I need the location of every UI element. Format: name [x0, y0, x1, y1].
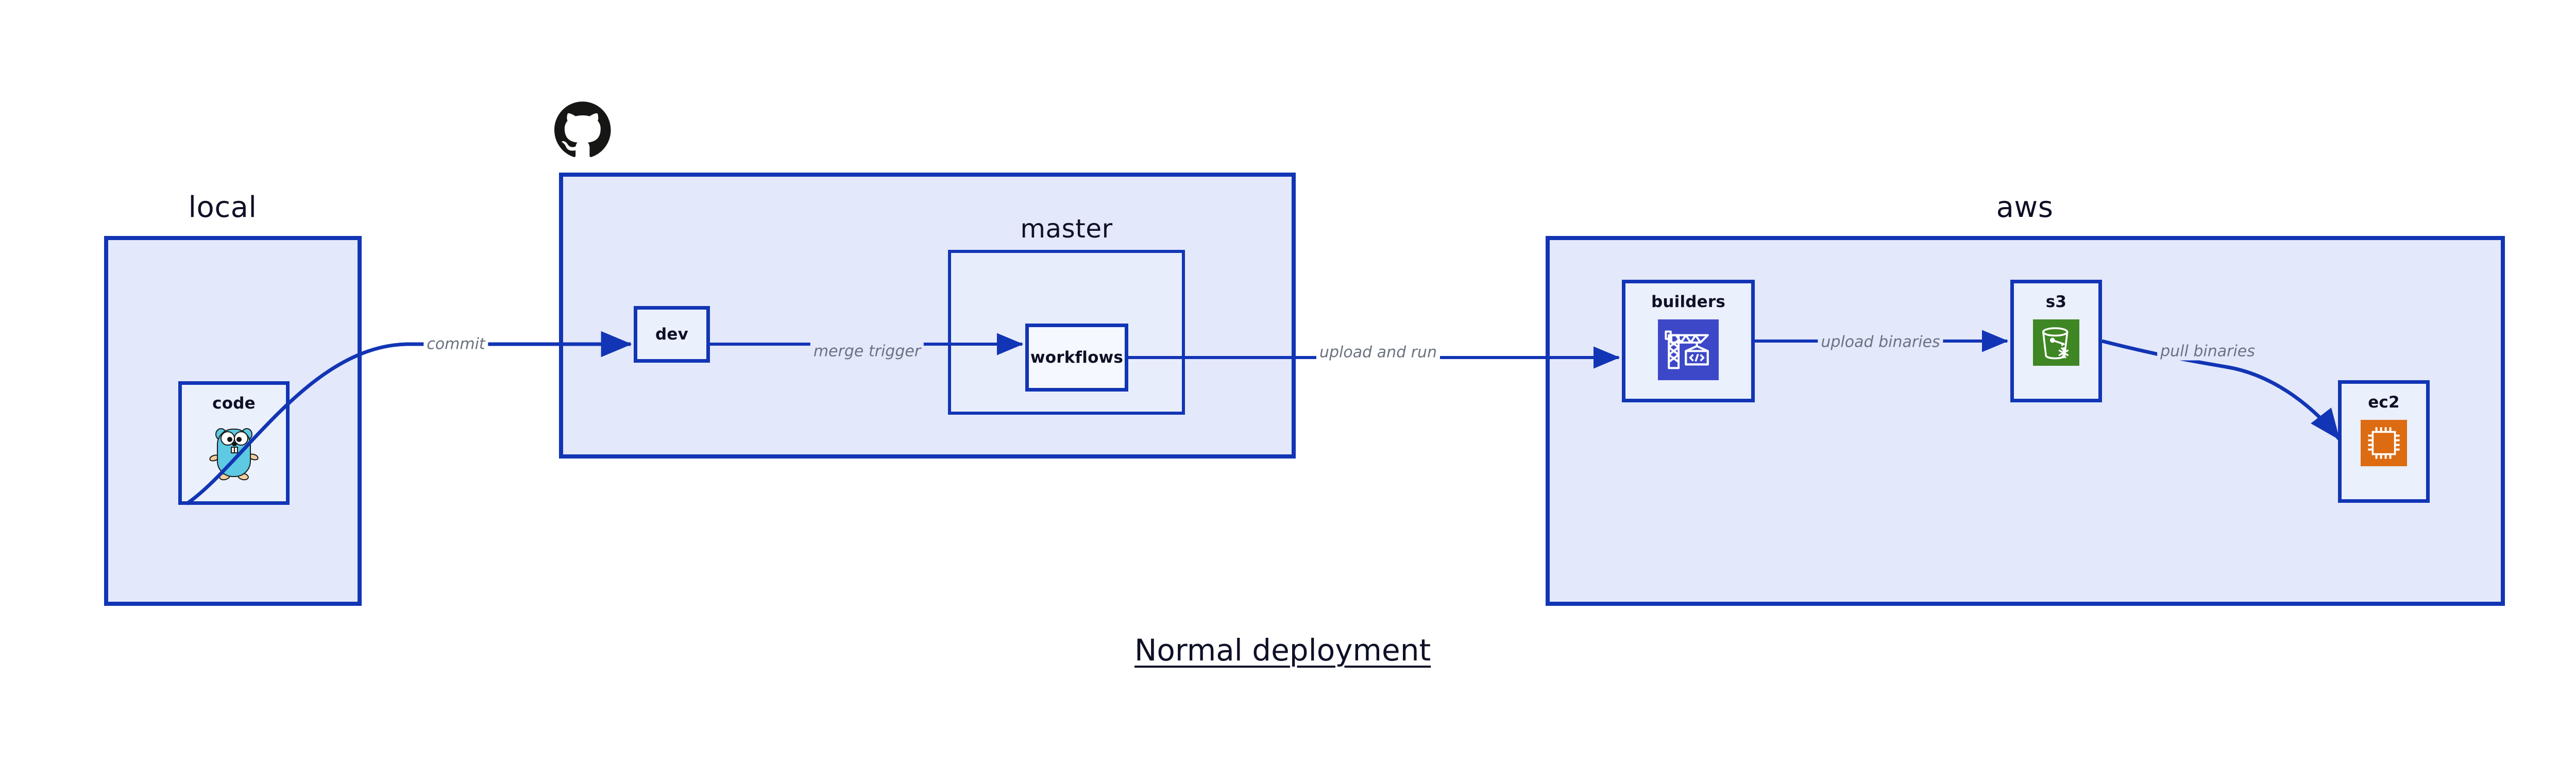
group-label-local: local [188, 191, 257, 224]
edge-label-merge-trigger: merge trigger [810, 342, 924, 361]
aws-ec2-chip-icon [2361, 420, 2407, 468]
node-ec2[interactable]: ec2 [2338, 380, 2430, 503]
aws-builders-crane-icon [1658, 319, 1719, 382]
node-label-dev: dev [655, 325, 689, 344]
go-gopher-icon [209, 421, 259, 485]
edge-label-pull-binaries: pull binaries [2157, 342, 2258, 361]
subgroup-label-master: master [1020, 214, 1113, 244]
node-code[interactable]: code [178, 381, 290, 505]
group-label-aws: aws [1996, 191, 2054, 224]
node-dev[interactable]: dev [634, 306, 710, 363]
node-workflows[interactable]: workflows [1025, 324, 1128, 392]
edge-s3-ec2 [2102, 339, 2341, 440]
node-builders[interactable]: builders [1622, 280, 1755, 402]
diagram-title: Normal deployment [1134, 633, 1431, 668]
github-octocat-icon [554, 101, 611, 160]
edge-code-dev [185, 331, 632, 505]
edge-label-upload-binaries: upload binaries [1818, 333, 1943, 351]
node-label-ec2: ec2 [2368, 393, 2400, 412]
node-s3[interactable]: s3 [2010, 280, 2102, 402]
node-label-builders: builders [1651, 293, 1726, 311]
edge-label-upload-and-run: upload and run [1316, 343, 1440, 362]
aws-s3-bucket-icon [2033, 319, 2079, 368]
node-label-code: code [212, 394, 256, 413]
edge-label-commit: commit [423, 335, 488, 353]
node-label-s3: s3 [2045, 293, 2067, 311]
node-label-workflows: workflows [1030, 348, 1124, 367]
